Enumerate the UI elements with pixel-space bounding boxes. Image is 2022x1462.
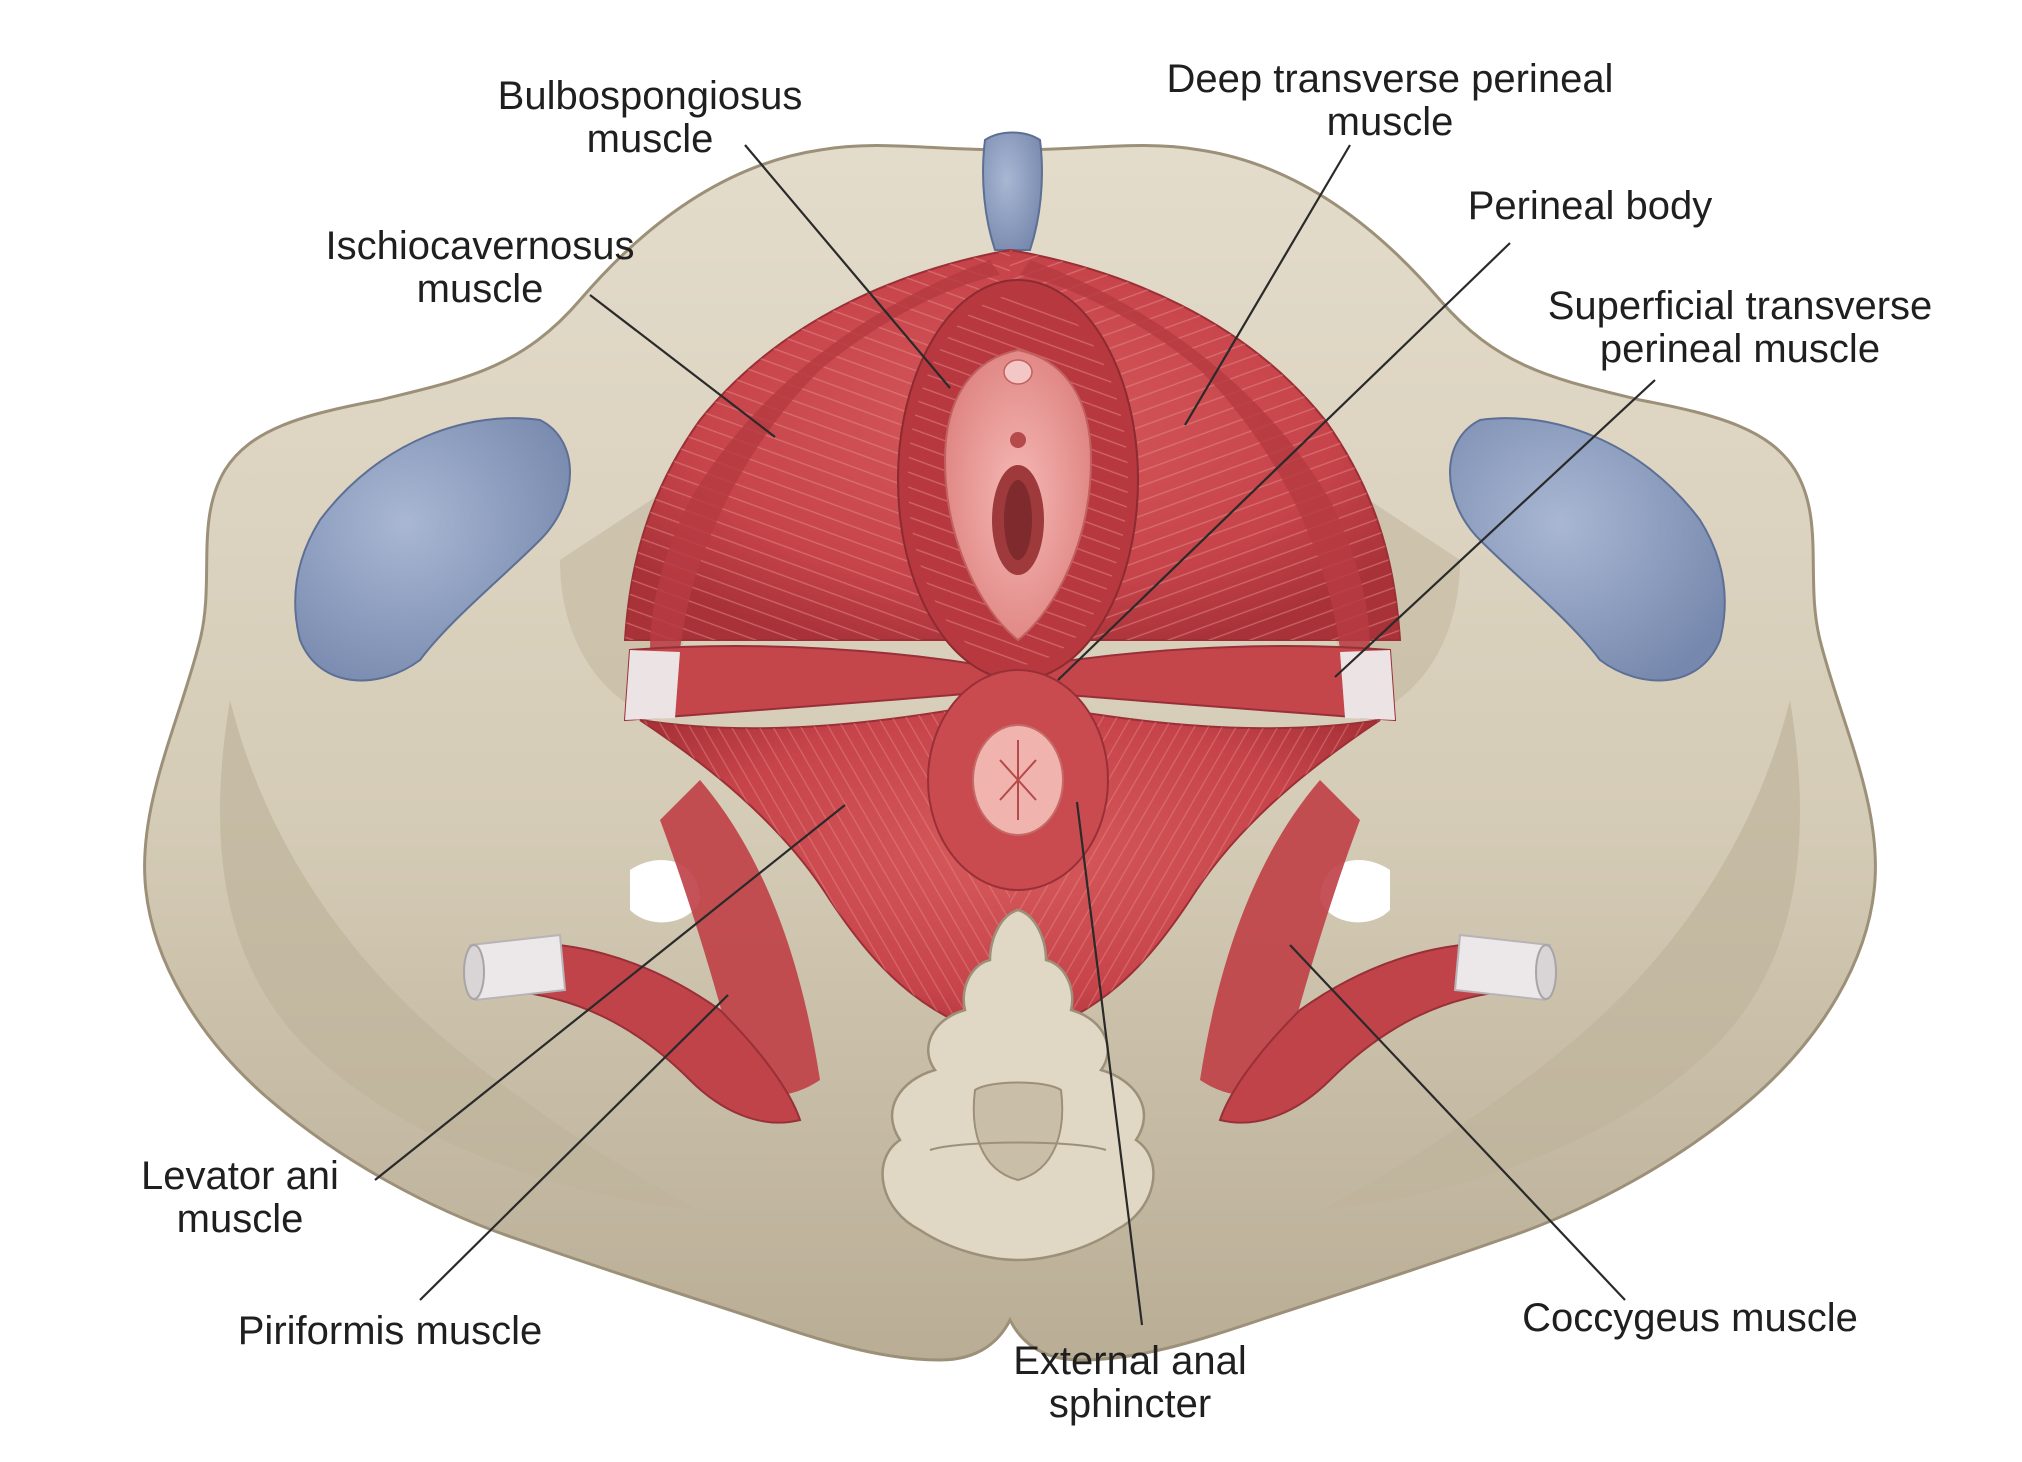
leader-superficial-transverse <box>1334 379 1656 678</box>
label-levator-ani: Levator ani muscle <box>141 1154 339 1241</box>
cartilage <box>294 131 1726 682</box>
label-piriformis: Piriformis muscle <box>237 1309 543 1353</box>
leader-levator-ani <box>374 804 846 1181</box>
leader-coccygeus <box>1289 944 1626 1301</box>
leader-piriformis <box>419 994 729 1301</box>
label-bulbospongiosus: Bulbospongiosus muscle <box>497 74 803 161</box>
leader-lines <box>374 144 1656 1326</box>
leader-external-anal <box>1075 801 1144 1326</box>
leader-deep-transverse <box>1184 144 1351 426</box>
label-perineal-body: Perineal body <box>1467 184 1713 228</box>
label-superficial-transverse: Superficial transverse perineal muscle <box>1547 284 1933 371</box>
label-deep-transverse-perineal: Deep transverse perineal muscle <box>1166 57 1614 144</box>
label-ischiocavernosus: Ischiocavernosus muscle <box>325 224 635 311</box>
vulva-region <box>897 279 1139 681</box>
anal-sphincter <box>927 669 1109 891</box>
leader-ischiocavernosus <box>589 294 776 438</box>
label-external-anal-sphincter: External anal sphincter <box>1013 1339 1247 1426</box>
label-coccygeus: Coccygeus muscle <box>1522 1296 1858 1340</box>
coccyx <box>881 908 1155 1262</box>
leader-perineal-body <box>1057 242 1511 681</box>
leader-bulbospongiosus <box>744 144 951 389</box>
